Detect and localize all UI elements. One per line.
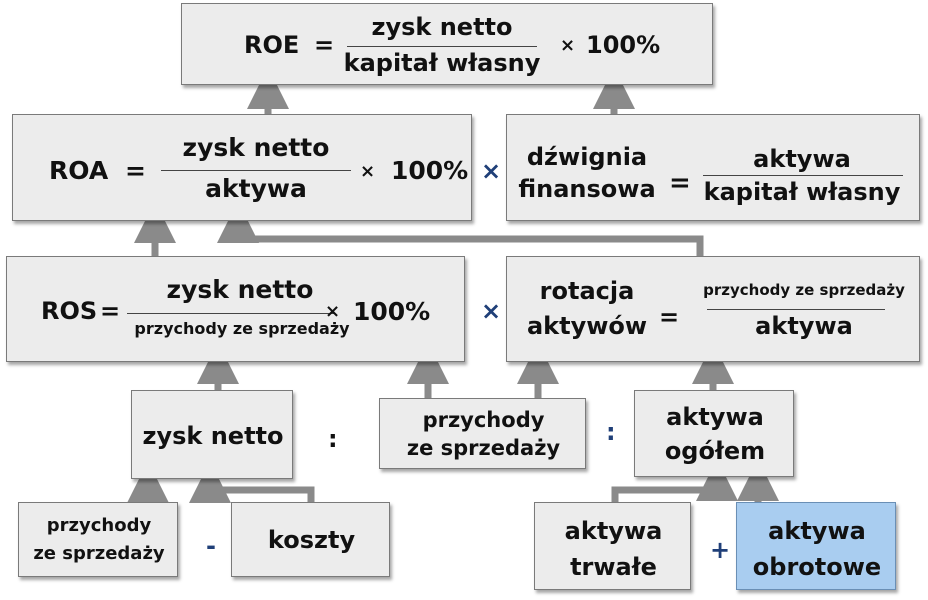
- revenue-low-line1: przychody: [46, 515, 152, 536]
- ros-percent: 100%: [353, 297, 431, 326]
- revenue-mid-line2: ze sprzedaży: [406, 436, 561, 460]
- total-assets-box: aktywa ogółem: [634, 390, 794, 477]
- current-assets-line1: aktywa: [768, 517, 866, 545]
- roe-box: ROE = zysk netto kapitał własny × 100%: [181, 3, 713, 85]
- rotation-name-line1: rotacja: [539, 277, 635, 305]
- leverage-fraction-line: [703, 175, 903, 176]
- operator-plus: +: [710, 536, 731, 564]
- roa-numerator: zysk netto: [182, 133, 330, 162]
- roe-fraction-line: [347, 46, 537, 47]
- arrow-costs-to-netprofit: [189, 461, 315, 503]
- current-assets-line2: obrotowe: [752, 553, 882, 581]
- revenue-mid-box: przychody ze sprzedaży: [379, 398, 586, 469]
- leverage-denominator: kapitał własny: [703, 178, 901, 206]
- total-assets-line2: ogółem: [664, 437, 766, 465]
- operator-divide-left: :: [328, 425, 338, 453]
- ros-fraction-line: [127, 313, 335, 314]
- rotation-equals: =: [659, 303, 680, 331]
- arrow-fixed-to-total: [611, 459, 738, 503]
- costs-box: koszty: [231, 502, 390, 577]
- roe-times: ×: [560, 35, 576, 56]
- roa-percent: 100%: [391, 156, 469, 185]
- revenue-low-box: przychody ze sprzedaży: [18, 502, 178, 577]
- ros-box: ROS = zysk netto przychody ze sprzedaży …: [6, 256, 465, 362]
- roa-fraction-line: [161, 170, 351, 171]
- costs-label: koszty: [267, 526, 356, 554]
- roe-equals: =: [314, 31, 335, 59]
- roe-denominator: kapitał własny: [343, 49, 541, 77]
- rotation-fraction-line: [707, 309, 885, 310]
- ros-numerator: zysk netto: [166, 275, 314, 304]
- fixed-assets-box: aktywa trwałe: [534, 502, 691, 590]
- rotation-name-line2: aktywów: [526, 312, 648, 340]
- ros-equals: =: [100, 297, 121, 325]
- roa-box: ROA = zysk netto aktywa × 100%: [12, 114, 472, 221]
- arrow-rotation-to-roa: [217, 201, 704, 257]
- rotation-box: rotacja aktywów = przychody ze sprzedaży…: [506, 256, 920, 362]
- operator-times-mid: ×: [481, 297, 502, 325]
- roa-equals: =: [125, 156, 146, 185]
- roe-percent: 100%: [586, 31, 661, 59]
- rotation-numerator: przychody ze sprzedaży: [703, 281, 905, 299]
- leverage-numerator: aktywa: [753, 145, 851, 173]
- net-profit-label: zysk netto: [142, 422, 284, 450]
- ros-label: ROS: [41, 297, 98, 325]
- net-profit-box: zysk netto: [131, 390, 293, 479]
- revenue-mid-line1: przychody: [422, 408, 545, 432]
- operator-minus: -: [206, 532, 216, 560]
- current-assets-box: aktywa obrotowe: [736, 502, 896, 590]
- fixed-assets-line2: trwałe: [570, 553, 657, 581]
- roa-times: ×: [360, 161, 376, 182]
- roe-numerator: zysk netto: [371, 13, 513, 41]
- leverage-name-line2: finansowa: [518, 175, 656, 203]
- leverage-name-line1: dźwignia: [526, 143, 648, 171]
- total-assets-line1: aktywa: [666, 403, 764, 431]
- roe-label: ROE: [244, 31, 300, 59]
- ros-times: ×: [325, 301, 341, 322]
- leverage-box: dźwignia finansowa = aktywa kapitał włas…: [506, 114, 920, 221]
- ros-denominator: przychody ze sprzedaży: [134, 319, 350, 338]
- rotation-denominator: aktywa: [755, 312, 853, 340]
- fixed-assets-line1: aktywa: [564, 517, 663, 545]
- revenue-low-line2: ze sprzedaży: [33, 543, 165, 564]
- leverage-equals: =: [669, 168, 691, 198]
- roa-label: ROA: [49, 156, 109, 185]
- roa-denominator: aktywa: [205, 174, 307, 203]
- operator-divide-right: :: [606, 418, 616, 446]
- operator-times-top: ×: [481, 157, 502, 185]
